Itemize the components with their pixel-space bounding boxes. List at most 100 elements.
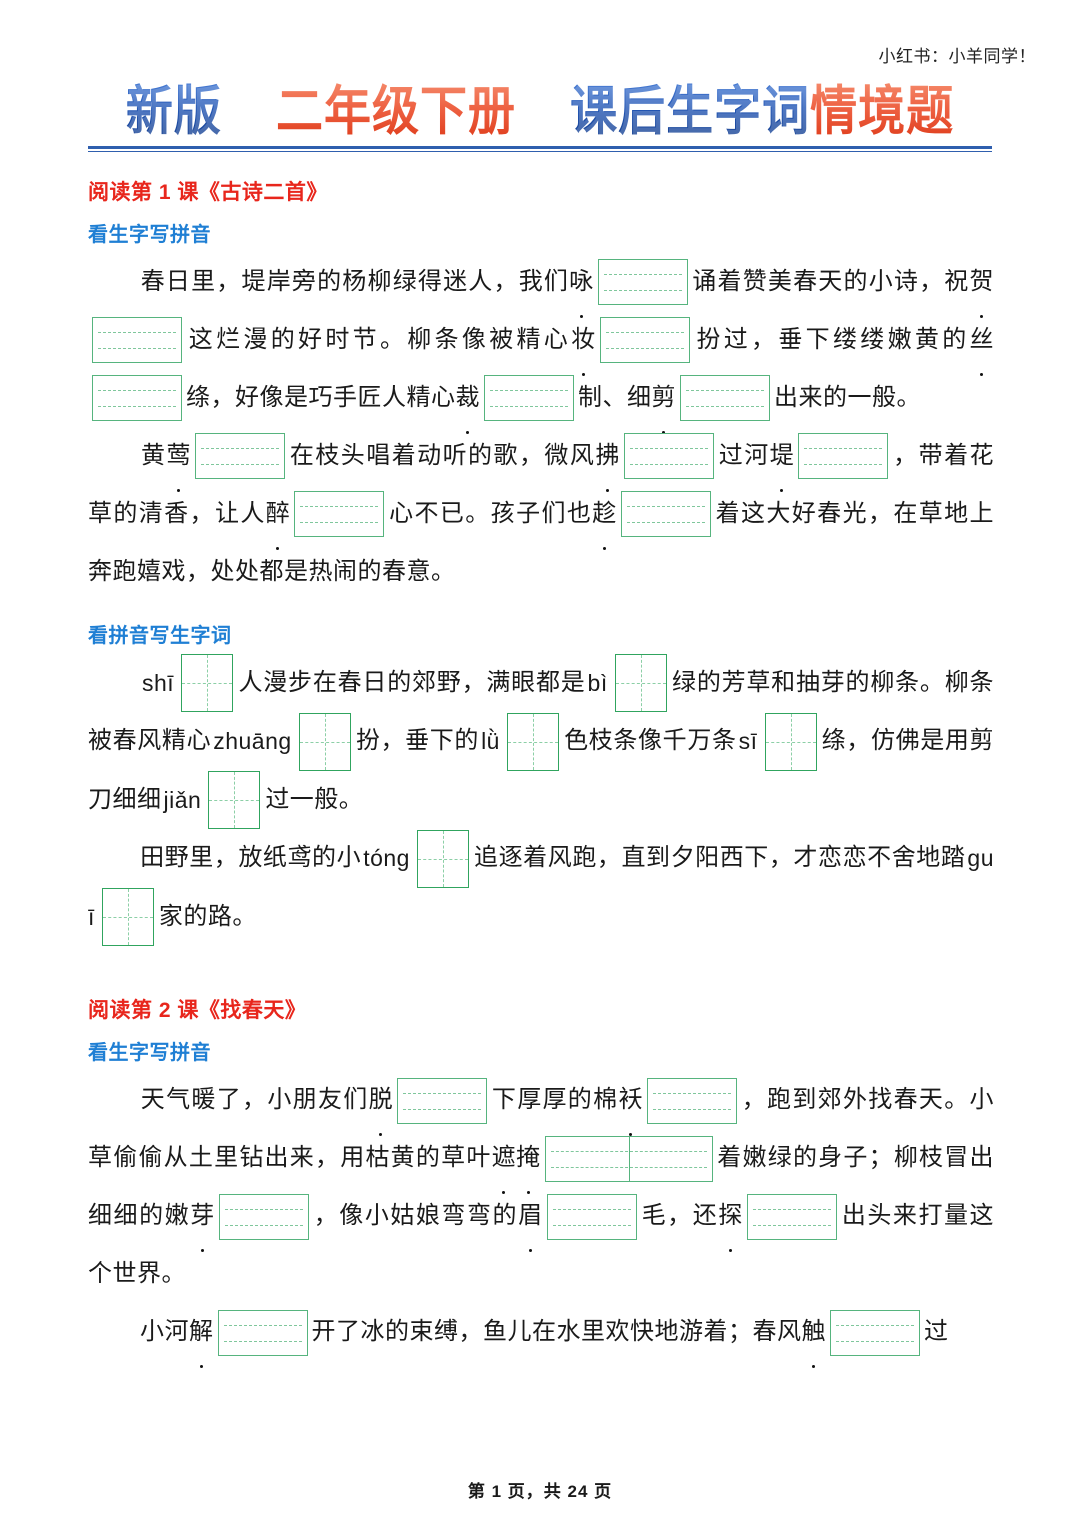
lesson-heading: 阅读第 2 课《找春天》 (88, 999, 307, 1023)
target-character: 掩 (516, 1130, 541, 1195)
body-text: ，带着花草的清香，让人 (88, 442, 995, 527)
exercise-paragraph: 小河解 开了冰的束缚，鱼儿在水里欢快地游着；春风触 过 (88, 1303, 994, 1369)
exercise-paragraph: 黄莺在枝头唱着动听的歌，微风拂过河堤，带着花草的清香，让人醉心不已。孩子们也趁着… (88, 427, 994, 601)
page-footer: 第 1 页，共 24 页 (467, 1482, 613, 1501)
pinyin-prompt: shī (142, 669, 175, 696)
character-answer-grid[interactable] (181, 654, 234, 713)
character-answer-grid[interactable] (101, 888, 154, 947)
body-text: 在枝头唱着动听的歌，微风 (288, 442, 596, 469)
target-character: 探 (718, 1188, 743, 1253)
body-text: 绦，好像是巧手匠人精心 (186, 384, 456, 411)
body-text: 制、细 (578, 384, 652, 411)
pinyin-answer-box[interactable] (798, 433, 889, 480)
body-text: 出头来打量这个世界。 (88, 1203, 995, 1288)
pinyin-answer-box[interactable] (620, 491, 711, 538)
body-text: 着嫩绿的身子；柳枝冒出细细的嫩 (88, 1145, 995, 1230)
character-answer-grid[interactable] (416, 829, 469, 888)
pinyin-prompt: jiǎn (163, 786, 202, 813)
pinyin-answer-box[interactable] (746, 1193, 837, 1240)
body-text: 诵着赞美春天的小诗，祝 (691, 268, 970, 295)
body-text: ，跑到郊外找春天。小草偷偷从土里钻出来，用枯黄的草叶 (88, 1087, 995, 1172)
pinyin-answer-box[interactable] (484, 375, 574, 422)
body-text: 出来的一般。 (774, 384, 921, 411)
target-character: 眉 (518, 1188, 543, 1253)
body-text: 天气暖了，小朋友们 (140, 1087, 369, 1114)
body-text: 春日里，堤岸旁的杨柳绿得迷人，我们 (140, 268, 570, 295)
exercise-paragraph: 春日里，堤岸旁的杨柳绿得迷人，我们咏诵着赞美春天的小诗，祝贺这烂漫的好时节。柳条… (88, 253, 995, 434)
body-text: 着这大好春光，在草地上奔跑嬉戏，处处都是热闹的春意。 (88, 500, 995, 585)
body-text: 扮，垂下的 (355, 728, 480, 755)
page-title: 新版 二年级下册 课后生字词情境题 (0, 82, 1080, 140)
target-character: 脱 (369, 1072, 394, 1137)
body-text: 小河 (140, 1319, 189, 1346)
pinyin-answer-box[interactable] (92, 375, 182, 422)
target-character: 醉 (266, 486, 291, 550)
pinyin-answer-box[interactable] (680, 375, 770, 422)
body-text: 绦，仿佛是用剪刀细细 (88, 728, 995, 813)
pinyin-prompt: sī (738, 728, 758, 755)
character-answer-grid[interactable] (506, 712, 559, 771)
pinyin-answer-box[interactable] (623, 433, 714, 480)
target-character: 触 (802, 1304, 827, 1369)
lesson-spacer (88, 964, 994, 994)
body-text: 开了冰的束缚，鱼儿在水里欢快地游着；春风 (311, 1319, 802, 1346)
exercise-paragraph: 天气暖了，小朋友们脱下厚厚的棉袄，跑到郊外找春天。小草偷偷从土里钻出来，用枯黄的… (88, 1071, 994, 1303)
target-character: 剪 (652, 370, 677, 434)
target-character: 芽 (190, 1188, 215, 1253)
target-character: 咏 (569, 254, 594, 318)
box-divider (628, 1136, 630, 1181)
target-character: 贺 (970, 254, 995, 318)
pinyin-prompt: bì (587, 669, 608, 696)
section-sub-heading: 看生字写拼音 (88, 1042, 211, 1065)
pinyin-prompt: lǜ (481, 728, 500, 755)
pinyin-answer-box-double[interactable] (544, 1135, 713, 1182)
section-spacer (88, 946, 994, 964)
character-answer-grid[interactable] (614, 654, 667, 713)
title-divider (88, 146, 992, 152)
section-sub-heading: 看拼音写生字词 (88, 624, 232, 647)
target-character: 遮 (492, 1130, 517, 1195)
character-answer-grid[interactable] (298, 712, 351, 771)
body-text: 人漫步在春日的郊野，满眼都是 (238, 669, 586, 696)
section-spacer (88, 1361, 994, 1379)
target-character: 莺 (166, 428, 191, 492)
pinyin-prompt: zhuāng (213, 728, 292, 755)
lesson-heading: 阅读第 1 课《古诗二首》 (88, 181, 328, 204)
pinyin-answer-box[interactable] (546, 1193, 637, 1240)
target-character: 解 (189, 1304, 214, 1369)
body-text: 扮过，垂下缕缕嫩黄的 (693, 326, 970, 353)
title-segment-grade: 二年级下册 (276, 80, 516, 141)
body-text: ，像小姑娘弯弯的 (312, 1203, 519, 1230)
body-text: 过 (924, 1319, 949, 1346)
target-character: 裁 (456, 370, 481, 434)
target-character: 趁 (592, 486, 617, 550)
pinyin-answer-box[interactable] (646, 1077, 737, 1124)
body-text: 过一般。 (265, 786, 364, 813)
target-character: 拂 (595, 428, 620, 492)
pinyin-answer-box[interactable] (194, 433, 285, 480)
pinyin-answer-box[interactable] (597, 259, 688, 306)
pinyin-answer-box[interactable] (397, 1077, 488, 1124)
body-text: 色枝条像千万条 (563, 728, 737, 755)
body-text: 追逐着风跑，直到夕阳西下，才恋恋不舍地踏 (473, 845, 966, 872)
pinyin-answer-box[interactable] (294, 491, 385, 538)
target-character: 袄 (618, 1072, 643, 1137)
pinyin-answer-box[interactable] (599, 317, 690, 364)
pinyin-prompt: tóng (363, 845, 410, 872)
pinyin-answer-box[interactable] (92, 317, 182, 364)
pinyin-answer-box[interactable] (218, 1193, 309, 1240)
body-text: 心不已。孩子们也 (388, 500, 593, 527)
watermark-text: 小红书：小羊同学！ (878, 47, 1036, 66)
pinyin-answer-box[interactable] (217, 1309, 308, 1356)
section-sub-heading: 看生字写拼音 (88, 224, 211, 246)
target-character: 妆 (571, 312, 596, 376)
character-answer-grid[interactable] (764, 712, 817, 771)
body-text: 毛，还 (640, 1203, 719, 1230)
pinyin-answer-box[interactable] (830, 1309, 920, 1356)
character-answer-grid[interactable] (208, 771, 261, 830)
worksheet-content: 阅读第 1 课《古诗二首》看生字写拼音春日里，堤岸旁的杨柳绿得迷人，我们咏诵着赞… (88, 176, 994, 1379)
body-text: 田野里，放纸鸢的小 (140, 845, 362, 872)
